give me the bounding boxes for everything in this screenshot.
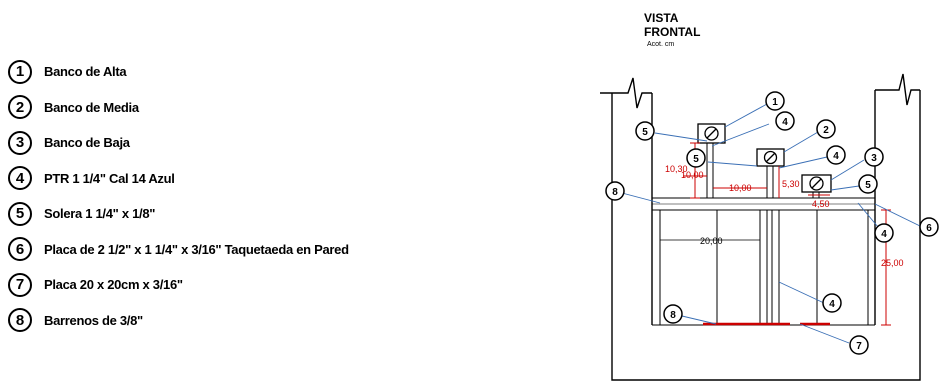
- dim-label: 10,00: [729, 183, 752, 193]
- callout-bubble: [822, 293, 842, 313]
- legend-item: 6 Placa de 2 1/2" x 1 1/4" x 3/16" Taque…: [8, 232, 349, 268]
- callout-number: 7: [856, 341, 862, 352]
- legend-item: 1 Banco de Alta: [8, 54, 349, 90]
- legend-label: PTR 1 1/4" Cal 14 Azul: [44, 170, 175, 186]
- dim-label: 10,00: [681, 170, 704, 180]
- gauges: [697, 123, 832, 193]
- legend-item: 5 Solera 1 1/4" x 1/8": [8, 196, 349, 232]
- legend-label: Banco de Alta: [44, 64, 127, 80]
- legend-number: 6: [8, 237, 32, 262]
- legend-number: 5: [8, 201, 32, 226]
- post-bank-2: [766, 165, 774, 199]
- callout-number: 4: [829, 299, 835, 310]
- callout-bubble: [826, 145, 846, 165]
- legend-number: 7: [8, 272, 32, 297]
- central-column: [759, 209, 768, 326]
- legend-label: Solera 1 1/4" x 1/8": [44, 206, 156, 222]
- wall-outer: [611, 90, 921, 381]
- callout-circles: [605, 91, 939, 355]
- callout-number: 4: [833, 151, 839, 162]
- leader-lines: [621, 103, 921, 344]
- legend-number: 8: [8, 308, 32, 333]
- central-column: [771, 209, 780, 326]
- break-symbol-left: [600, 77, 652, 109]
- callout-bubble: [864, 147, 884, 167]
- legend-item: 4 PTR 1 1/4" Cal 14 Azul: [8, 161, 349, 197]
- callout-bubble: [849, 335, 869, 355]
- legend-item: 7 Placa 20 x 20cm x 3/16": [8, 267, 349, 303]
- callout-number: 3: [871, 153, 877, 164]
- callout-bubble: [765, 91, 785, 111]
- legend-label: Barrenos de 3/8": [44, 312, 143, 328]
- legend-item: 8 Barrenos de 3/8": [8, 303, 349, 339]
- dimension-lines: [683, 142, 891, 326]
- callout-bubble: [663, 304, 683, 324]
- legend-label: Banco de Media: [44, 99, 139, 115]
- callout-number: 1: [772, 97, 778, 108]
- legend-item: 3 Banco de Baja: [8, 125, 349, 161]
- dim-label: 10,30: [665, 164, 688, 174]
- legend-label: Placa de 2 1/2" x 1 1/4" x 3/16" Taqueta…: [44, 241, 349, 257]
- callout-bubble: [816, 119, 836, 139]
- drawing-title-line2: FRONTAL: [644, 25, 700, 39]
- callout-bubble: [919, 217, 939, 237]
- legend-number: 1: [8, 59, 32, 84]
- legend-label: Placa 20 x 20cm x 3/16": [44, 277, 183, 293]
- callout-number: 8: [612, 187, 618, 198]
- break-symbol-right: [875, 73, 920, 106]
- callout-number: 5: [642, 127, 648, 138]
- legend-item: 2 Banco de Media: [8, 90, 349, 126]
- legend-number: 3: [8, 130, 32, 155]
- callout-bubble: [635, 121, 655, 141]
- dim-label: 25,00: [881, 258, 904, 268]
- dim-label: 20,00: [700, 236, 723, 246]
- callout-bubble: [858, 174, 878, 194]
- callout-bubble: [605, 181, 625, 201]
- legend-number: 4: [8, 166, 32, 191]
- dimension-labels: 10,30 10,00 10,00 5,30 4,50 20,00 25,00: [665, 164, 904, 268]
- callout-number: 4: [782, 117, 788, 128]
- drawing-subtitle: Acot. cm: [647, 41, 674, 48]
- callout-number: 5: [693, 154, 699, 165]
- dim-label: 4,50: [812, 199, 830, 209]
- legend-number: 2: [8, 95, 32, 120]
- callout-number: 5: [865, 180, 871, 191]
- callout-bubble: [686, 148, 706, 168]
- legend-label: Banco de Baja: [44, 135, 130, 151]
- parts-legend: 1 Banco de Alta 2 Banco de Media 3 Banco…: [8, 54, 349, 338]
- callout-numbers: 1 4 5 2 5 4 3 5 8 4 6 4 8 7: [612, 97, 932, 352]
- callout-number: 4: [881, 229, 887, 240]
- callout-number: 2: [823, 125, 829, 136]
- post-bank-1: [706, 142, 714, 199]
- callout-number: 8: [670, 310, 676, 321]
- callout-number: 6: [926, 223, 932, 234]
- drawing-title-line1: VISTA: [644, 11, 679, 25]
- dim-label: 5,30: [782, 179, 800, 189]
- callout-bubble: [874, 223, 894, 243]
- callout-bubble: [775, 111, 795, 131]
